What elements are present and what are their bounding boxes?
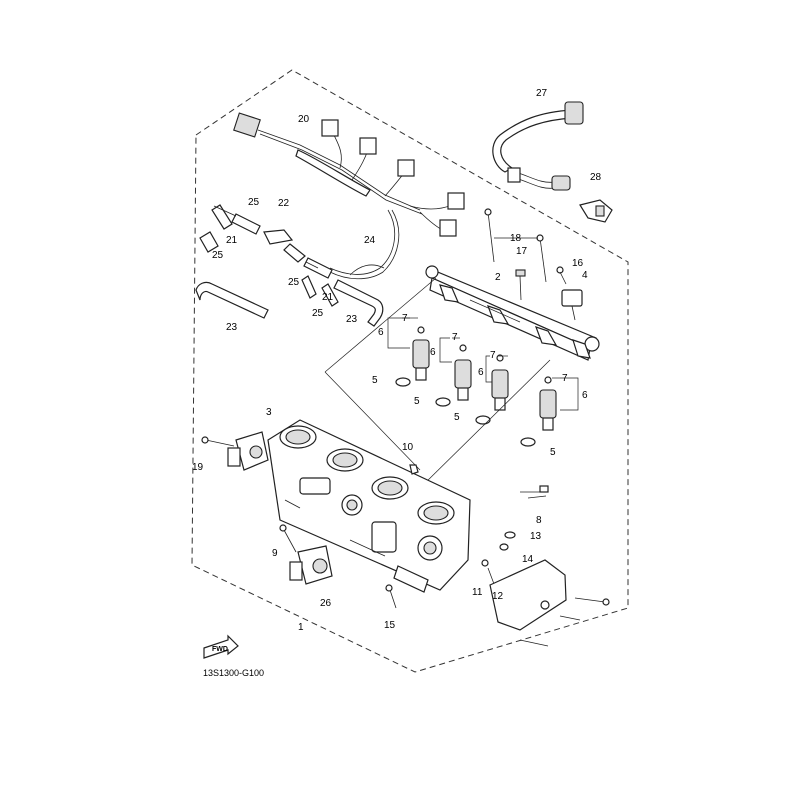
screws [201,436,419,609]
callout-25c: 25 [288,277,300,288]
hose-clip [579,199,613,223]
callout-28: 28 [590,172,602,183]
callout-23a: 23 [226,322,238,333]
callout-6a: 6 [378,327,384,338]
wire-harness [233,112,465,280]
callout-16: 16 [572,258,584,269]
fwd-arrow: FWD [203,634,239,659]
callout-27: 27 [536,88,548,99]
callout-5c: 5 [454,412,460,423]
callout-21b: 21 [322,292,334,303]
callout-2: 2 [495,272,501,283]
fuel-rail [425,265,600,361]
cover-plate [489,559,610,647]
callout-5b: 5 [414,396,420,407]
callout-25d: 25 [312,308,324,319]
throttle-body [267,419,471,593]
callout-1: 1 [298,622,304,633]
callout-12: 12 [492,591,504,602]
callout-21a: 21 [226,235,238,246]
callout-10: 10 [402,442,414,453]
callout-3: 3 [266,407,272,418]
pressure-sensor [556,266,583,321]
assembly-boundary [191,69,629,673]
callout-13: 13 [530,531,542,542]
callout-6d: 6 [582,390,588,401]
callout-15: 15 [384,620,396,631]
callout-7a: 7 [402,313,408,324]
diagram-code: 13S1300-G100 [203,668,264,678]
fuel-hose [492,101,584,191]
callout-7d: 7 [562,373,568,384]
callout-25b: 25 [212,250,224,261]
throttle-sensor [227,431,269,471]
callout-labels: 1 2 3 4 5 5 5 5 6 6 6 6 7 7 7 7 8 9 10 1… [192,88,602,633]
seals [395,377,536,447]
callout-6b: 6 [430,347,436,358]
callout-9: 9 [272,548,278,559]
small-parts [481,485,549,585]
callout-18: 18 [510,233,522,244]
callout-6c: 6 [478,367,484,378]
long-bolts [484,208,547,283]
callout-22: 22 [278,198,290,209]
callout-26: 26 [320,598,332,609]
callout-17: 17 [516,246,528,257]
bolt-17 [515,269,526,301]
secondary-sensor [289,545,333,585]
bracket-lines [387,317,579,411]
guide-lines [324,277,551,489]
callout-20: 20 [298,114,310,125]
callout-7b: 7 [452,332,458,343]
callout-14: 14 [522,554,534,565]
callout-24: 24 [364,235,376,246]
callout-5d: 5 [550,447,556,458]
callout-19: 19 [192,462,204,473]
callout-5a: 5 [372,375,378,386]
large-hoses [195,264,385,327]
callout-25a: 25 [248,197,260,208]
small-hoses [199,204,339,307]
callout-11: 11 [472,587,483,598]
callout-7c: 7 [490,350,496,361]
svg-text:FWD: FWD [212,646,228,653]
callout-8: 8 [536,515,542,526]
injectors [412,326,557,431]
callout-4: 4 [582,270,588,281]
callout-23b: 23 [346,314,358,325]
